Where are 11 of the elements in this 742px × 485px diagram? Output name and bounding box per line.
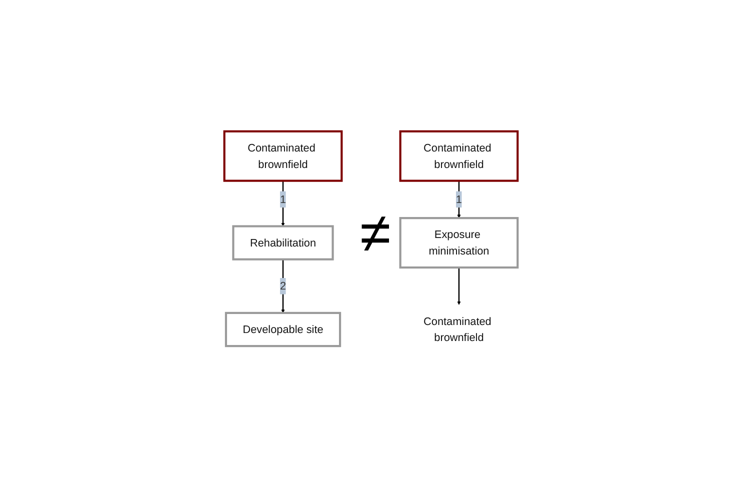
edge-label: 1 bbox=[456, 192, 462, 206]
node-box bbox=[223, 130, 343, 182]
arrow bbox=[457, 267, 461, 305]
node-box bbox=[232, 224, 334, 260]
node-box bbox=[224, 312, 342, 347]
node-box bbox=[399, 130, 519, 182]
edge-label: 1 bbox=[280, 192, 286, 206]
not-equal-sign: ≠ bbox=[360, 200, 391, 265]
node-box bbox=[399, 216, 519, 268]
edge-label: 2 bbox=[280, 279, 286, 292]
node-text: Contaminated brownfield bbox=[424, 314, 492, 344]
